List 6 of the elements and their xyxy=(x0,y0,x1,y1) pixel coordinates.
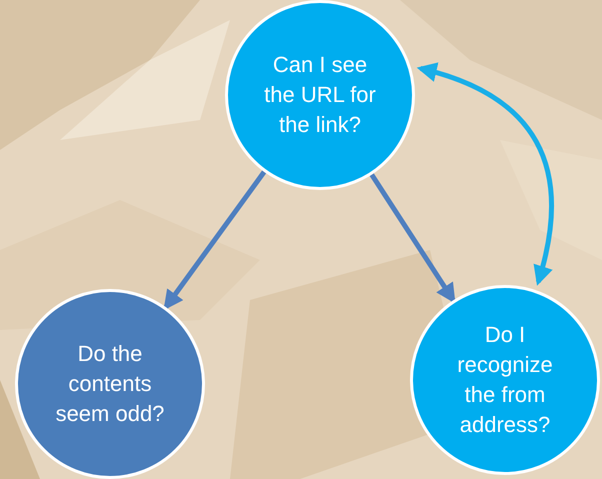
node-text: Can I see the URL for the link? xyxy=(263,51,377,139)
node-text: Do the contents seem odd? xyxy=(54,340,166,428)
arrow xyxy=(416,63,554,286)
arrow xyxy=(370,173,456,304)
arrow xyxy=(164,170,266,310)
node-text: Do I recognize the from address? xyxy=(456,321,554,439)
